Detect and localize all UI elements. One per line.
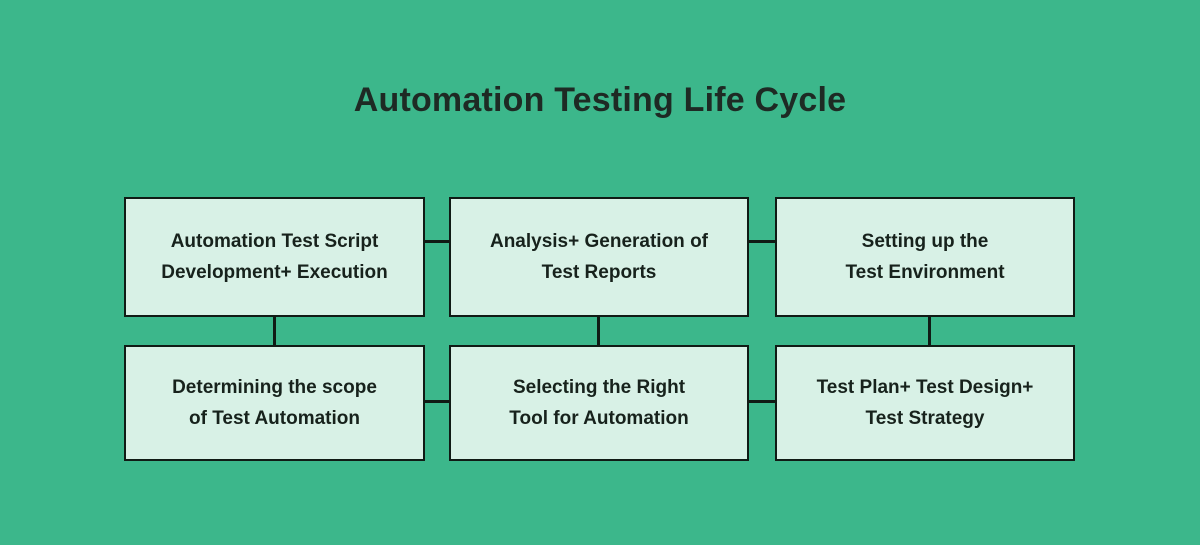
node-label-line: Selecting the Right (512, 377, 686, 398)
connector-vertical-left (273, 317, 276, 345)
node-analysis-reports: Analysis+ Generation of Test Reports (449, 197, 749, 317)
node-label-line: Test Plan+ Test Design+ (816, 377, 1034, 398)
node-label-line: Determining the scope (172, 377, 377, 398)
node-test-environment: Setting up the Test Environment (775, 197, 1075, 317)
connector-vertical-middle (597, 317, 600, 345)
connector-top-left-horizontal (425, 240, 449, 243)
diagram-title: Automation Testing Life Cycle (353, 81, 847, 119)
connector-bottom-left-horizontal (425, 400, 449, 403)
node-label-line: Tool for Automation (509, 408, 689, 429)
node-label-line: of Test Automation (189, 408, 360, 429)
node-test-script-development: Automation Test Script Development+ Exec… (124, 197, 425, 317)
node-label-line: Test Environment (845, 262, 1005, 283)
node-label-line: Automation Test Script (170, 231, 379, 252)
node-label-line: Setting up the (861, 231, 989, 252)
node-tool-selection: Selecting the Right Tool for Automation (449, 345, 749, 461)
node-scope-determination: Determining the scope of Test Automation (124, 345, 425, 461)
connector-bottom-right-horizontal (749, 400, 775, 403)
node-label-line: Test Strategy (865, 408, 985, 429)
node-test-plan-strategy: Test Plan+ Test Design+ Test Strategy (775, 345, 1075, 461)
node-label-line: Development+ Execution (161, 262, 388, 283)
connector-top-right-horizontal (749, 240, 775, 243)
connector-vertical-right (928, 317, 931, 345)
node-label-line: Test Reports (541, 262, 657, 283)
node-label-line: Analysis+ Generation of (489, 231, 709, 252)
